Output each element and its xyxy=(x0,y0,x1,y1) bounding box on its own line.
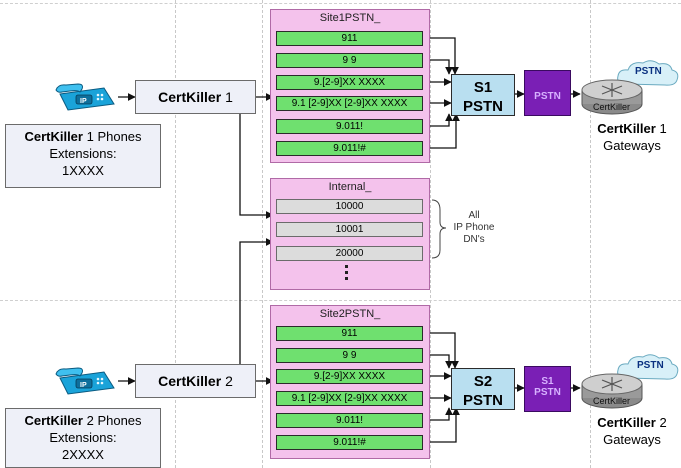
ellipsis-dots xyxy=(345,265,349,280)
partition-title: Site2PSTN_ xyxy=(319,308,381,320)
extensions-range: 1XXXX xyxy=(62,163,104,178)
gateway-number: 1 xyxy=(659,121,667,136)
connector-arrow xyxy=(428,354,453,369)
directory-number: 10000 xyxy=(276,199,423,214)
device-number: 2 xyxy=(225,373,233,389)
route-list-name: PSTN xyxy=(462,392,503,409)
gateway-brand: CertKiller xyxy=(597,415,656,430)
connector-arrow xyxy=(428,113,460,149)
site1-gateways-label: CertKiller 1 Gateways xyxy=(585,120,679,154)
brace-label-line: IP Phone xyxy=(453,222,495,233)
gateway-number: 2 xyxy=(659,415,667,430)
route-pattern: 9.011!# xyxy=(276,435,423,450)
cloud-label: PSTN xyxy=(635,66,662,77)
connector-arrow xyxy=(428,59,453,75)
brace-label-line: DN's xyxy=(463,234,485,245)
router-icon xyxy=(580,370,646,410)
directory-number: 20000 xyxy=(276,246,423,261)
svg-text:IP: IP xyxy=(80,98,87,105)
connector-arrow xyxy=(239,238,274,381)
partition-title: Site1PSTN_ xyxy=(319,12,381,24)
route-pattern: 9.011!# xyxy=(276,141,423,156)
route-list-name: S2 xyxy=(473,373,493,390)
brace-shape xyxy=(431,199,447,259)
s1-route-group: PSTN xyxy=(524,70,571,116)
site2-phones-description: CertKiller 2 Phones Extensions: 2XXXX xyxy=(5,408,161,468)
svg-text:IP: IP xyxy=(80,382,87,389)
gateway-brand: CertKiller xyxy=(597,121,656,136)
gateways-text: Gateways xyxy=(603,432,661,447)
cloud-label: PSTN xyxy=(637,360,664,371)
route-group-label: PSTN xyxy=(534,387,561,398)
s2-route-group: S1 PSTN xyxy=(524,366,571,412)
connector-arrow xyxy=(428,37,459,75)
gateways-text: Gateways xyxy=(603,138,661,153)
connector-arrow xyxy=(428,332,459,369)
route-group-number xyxy=(525,80,570,91)
connector-arrow xyxy=(428,407,453,421)
route-list-name: S1 xyxy=(473,79,493,96)
pstn-cloud-icon xyxy=(615,352,681,384)
partition-title: Internal_ xyxy=(328,181,372,193)
ip-phone-icon: IP xyxy=(52,80,118,114)
site2-pstn-partition: Site2PSTN_ 911 9 9 9.[2-9]XX XXXX 9.1 [2… xyxy=(270,305,430,459)
site1-phones-description: CertKiller 1 Phones Extensions: 1XXXX xyxy=(5,124,161,188)
route-list-name: PSTN xyxy=(462,98,503,115)
brace-label-line: All xyxy=(468,210,480,221)
route-group-number: S1 xyxy=(541,376,554,387)
route-pattern: 9.1 [2-9]XX [2-9]XX XXXX xyxy=(276,391,423,406)
internal-partition: Internal_ 10000 10001 20000 xyxy=(270,178,430,290)
connector-arrow xyxy=(239,97,274,219)
router-label: CertKiller xyxy=(593,102,631,112)
site2-gateways-label: CertKiller 2 Gateways xyxy=(585,414,679,448)
s1-pstn-route-list: S1 PSTN xyxy=(451,74,515,116)
device-brand: CertKiller xyxy=(158,373,222,389)
directory-number: 10001 xyxy=(276,222,423,237)
pstn-cloud-icon xyxy=(615,58,681,90)
ip-phone-icon: IP xyxy=(52,364,118,398)
route-pattern: 911 xyxy=(276,31,423,46)
route-pattern: 911 xyxy=(276,326,423,341)
phones-brand: CertKiller xyxy=(24,413,83,428)
guide-line xyxy=(430,0,431,468)
route-pattern: 9.[2-9]XX XXXX xyxy=(276,369,423,384)
router-label: CertKiller xyxy=(593,396,631,406)
route-pattern: 9.[2-9]XX XXXX xyxy=(276,75,423,90)
guide-line xyxy=(0,300,681,301)
connector-arrow xyxy=(428,113,453,127)
route-pattern: 9 9 xyxy=(276,53,423,68)
phones-brand: CertKiller xyxy=(24,129,83,144)
certkiller-2-box: CertKiller 2 xyxy=(135,364,256,398)
extensions-label: Extensions: xyxy=(49,146,117,161)
route-pattern: 9.1 [2-9]XX [2-9]XX XXXX xyxy=(276,96,423,111)
route-pattern: 9.011! xyxy=(276,119,423,134)
device-number: 1 xyxy=(225,89,233,105)
route-pattern: 9 9 xyxy=(276,348,423,363)
s2-pstn-route-list: S2 PSTN xyxy=(451,368,515,410)
phones-label: 1 Phones xyxy=(86,129,142,144)
site1-pstn-partition: Site1PSTN_ 911 9 9 9.[2-9]XX XXXX 9.1 [2… xyxy=(270,9,430,163)
phones-label: 2 Phones xyxy=(86,413,142,428)
guide-line xyxy=(0,3,681,4)
router-icon xyxy=(580,76,646,116)
device-brand: CertKiller xyxy=(158,89,222,105)
certkiller-1-box: CertKiller 1 xyxy=(135,80,256,114)
connector-arrow xyxy=(428,407,460,443)
guide-line xyxy=(175,0,176,468)
extensions-label: Extensions: xyxy=(49,430,117,445)
route-group-label: PSTN xyxy=(534,91,561,102)
extensions-range: 2XXXX xyxy=(62,447,104,462)
guide-line xyxy=(590,0,591,468)
guide-line xyxy=(262,0,263,468)
route-pattern: 9.011! xyxy=(276,413,423,428)
all-ip-phone-dns-label: All IP Phone DN's xyxy=(444,210,504,246)
